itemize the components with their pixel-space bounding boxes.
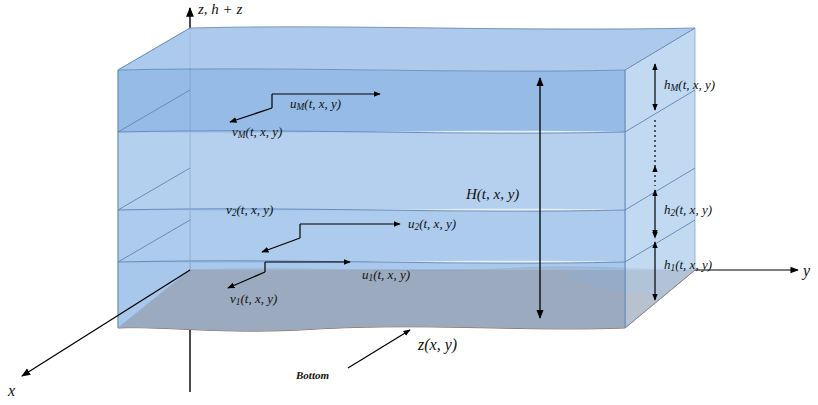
velocity-label: v1(t, x, y)	[230, 292, 277, 306]
axis-label: y	[803, 262, 810, 280]
axis-label: x	[8, 382, 15, 400]
thickness-label: hM(t, x, y)	[664, 78, 715, 92]
velocity-label: u2(t, x, y)	[408, 217, 456, 231]
thickness-label: h1(t, x, y)	[664, 258, 712, 272]
layer-middle	[118, 131, 625, 211]
velocity-label: v2(t, x, y)	[226, 203, 273, 217]
layer-M	[118, 69, 625, 133]
depth-arrow	[539, 78, 540, 318]
thickness-label: h2(t, x, y)	[664, 203, 712, 217]
bottom-pointer	[348, 330, 410, 368]
velocity-label: uM(t, x, y)	[290, 97, 341, 111]
velocity-label: vM(t, x, y)	[232, 125, 282, 139]
x-axis	[22, 270, 190, 376]
depth-label: H(t, x, y)	[466, 186, 519, 203]
axis-label: z, h + z	[198, 1, 242, 18]
layer-interfaces	[118, 70, 695, 328]
free-surface	[118, 27, 695, 71]
velocity-arrows	[228, 94, 400, 288]
velocity-label: u1(t, x, y)	[362, 268, 410, 282]
right-face	[625, 28, 695, 328]
layer-1	[118, 261, 625, 331]
layer-2	[118, 209, 625, 263]
thickness-arrows	[654, 64, 655, 300]
bottom-function-label: z(x, y)	[418, 336, 457, 354]
bottom-label: Bottom	[296, 369, 329, 381]
